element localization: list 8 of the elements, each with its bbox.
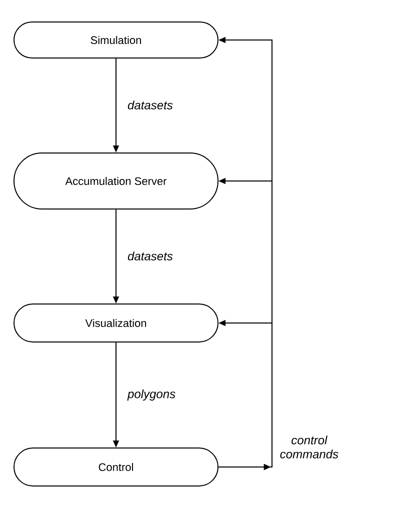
- process-box: Control: [14, 448, 218, 486]
- process-box: Visualization: [14, 304, 218, 342]
- process-box: Accumulation Server: [14, 152, 218, 210]
- edge-label: datasets: [128, 252, 173, 260]
- edge-label: control commands: [280, 436, 338, 458]
- edge-label: polygons: [127, 389, 176, 401]
- process-box: Simulation: [14, 22, 218, 58]
- edge-label: datasets: [128, 100, 173, 110]
